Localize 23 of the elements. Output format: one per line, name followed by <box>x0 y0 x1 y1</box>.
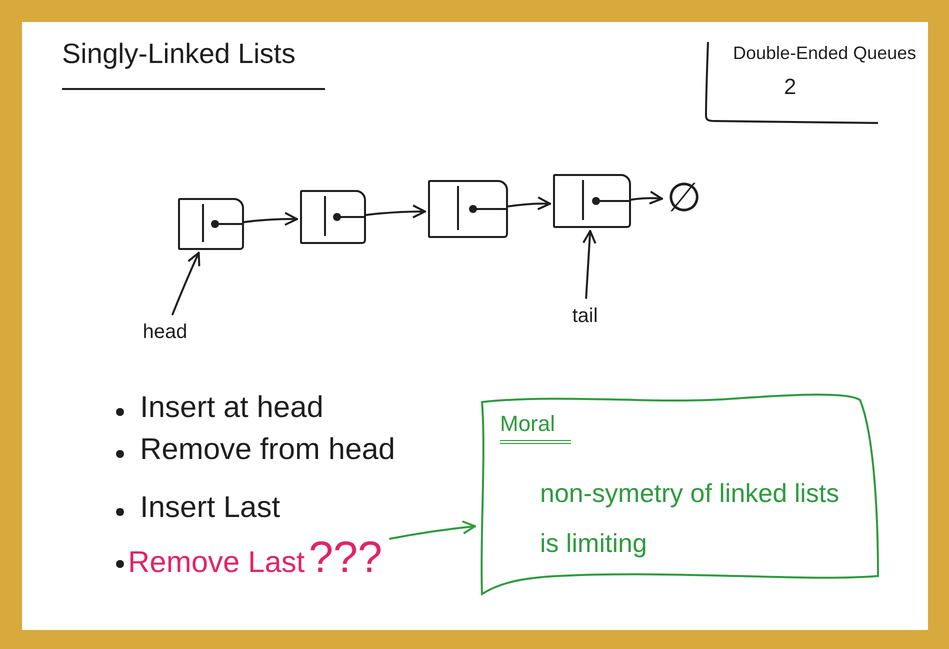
arrow <box>389 520 476 540</box>
arrow <box>507 196 551 210</box>
arrow <box>243 212 298 226</box>
bullet-text: Insert Last <box>140 490 280 526</box>
pointer-label: tail <box>563 302 607 330</box>
bullet-text: Remove Last??? <box>128 530 390 586</box>
note-text: non-symetry of linked lists is limiting <box>540 477 840 560</box>
title: Singly-Linked Lists <box>62 38 326 90</box>
arrow <box>582 230 596 299</box>
pointer-label: head <box>140 318 190 346</box>
list-node-box <box>178 198 244 250</box>
null-symbol: ∅ <box>664 172 704 224</box>
arrow <box>630 190 663 205</box>
arrow <box>365 204 426 219</box>
header-text: Double-Ended Queues <box>733 42 916 64</box>
page-number: 2 <box>784 74 796 100</box>
bullet-text: Remove from head <box>140 432 396 468</box>
list-node-box <box>428 180 508 238</box>
arrow <box>172 252 200 316</box>
list-node-box <box>300 190 366 244</box>
list-node-box <box>553 174 631 228</box>
bullet-text: Insert at head <box>140 390 324 426</box>
note-heading: Moral <box>500 410 572 444</box>
